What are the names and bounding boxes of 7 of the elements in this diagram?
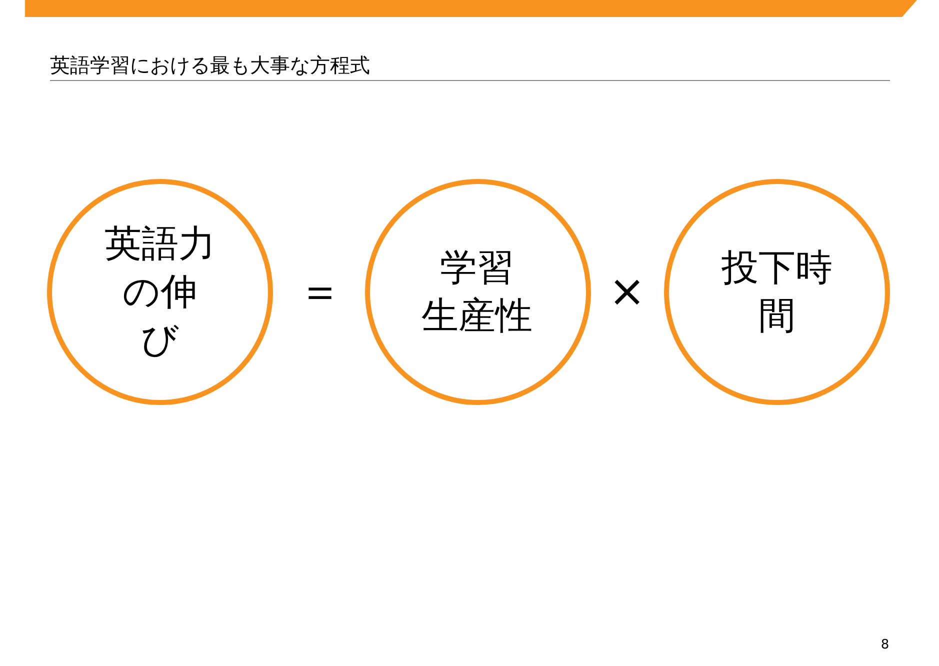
- multiplication-sign: ×: [608, 270, 646, 314]
- equals-sign: ＝: [298, 270, 342, 314]
- circle-text: 投下時間: [720, 245, 834, 339]
- circle-text: 学習生産性: [422, 245, 534, 339]
- circle-text: 英語力の伸び: [104, 221, 216, 363]
- page-number: 8: [880, 638, 890, 652]
- title: 英語学習における最も大事な方程式: [50, 52, 370, 79]
